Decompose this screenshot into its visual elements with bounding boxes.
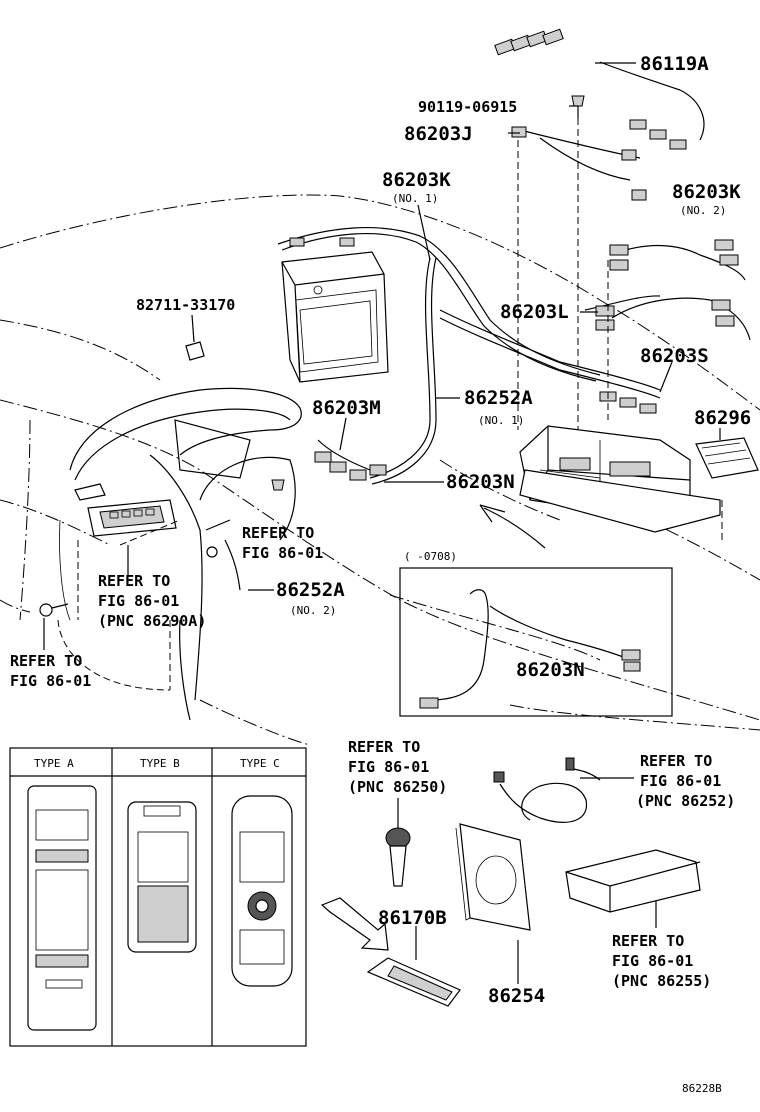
note-86203k-1: (NO. 1) xyxy=(392,192,438,205)
manual-book-86254 xyxy=(455,823,531,931)
inset-panel xyxy=(399,567,673,717)
refer-note-2-line2: FIG 86-01 xyxy=(98,592,179,610)
type-b-label: TYPE B xyxy=(140,757,180,770)
part-labels: 86119A 90119-06915 86203J 86203K (NO. 1)… xyxy=(136,53,751,1007)
label-86254: 86254 xyxy=(488,985,545,1007)
label-86203n: 86203N xyxy=(446,471,515,493)
mic-cable xyxy=(493,757,601,823)
label-86203k-1: 86203K xyxy=(382,169,451,191)
refer-note-3-line1: REFER TO xyxy=(10,652,82,670)
note-86252a-1: (NO. 1) xyxy=(478,414,524,427)
dashed-guides xyxy=(77,118,723,690)
refer-note-6-line2: FIG 86-01 xyxy=(612,952,693,970)
remote-86170b xyxy=(366,957,461,1007)
dashboard-console xyxy=(59,387,302,721)
refer-note-4-line2: FIG 86-01 xyxy=(348,758,429,776)
cables xyxy=(224,61,751,591)
label-sheet-86296 xyxy=(695,437,759,479)
refer-notes: REFER TO FIG 86-01 REFER TO FIG 86-01 (P… xyxy=(10,524,735,990)
remote-type-a xyxy=(27,785,97,1031)
label-86203j: 86203J xyxy=(404,123,473,145)
fasteners xyxy=(39,95,585,617)
remote-type-b xyxy=(127,801,197,953)
box-86255 xyxy=(565,849,701,913)
refer-note-1-line2: FIG 86-01 xyxy=(242,544,323,562)
label-86252a-1: 86252A xyxy=(464,387,533,409)
label-86203k-2: 86203K xyxy=(672,181,741,203)
refer-note-5-line3: (PNC 86252) xyxy=(636,792,735,810)
label-86170b: 86170B xyxy=(378,907,447,929)
refer-note-3-line2: FIG 86-01 xyxy=(10,672,91,690)
refer-note-4-line1: REFER TO xyxy=(348,738,420,756)
refer-note-5-line1: REFER TO xyxy=(640,752,712,770)
vehicle-body-outline xyxy=(0,194,760,746)
remote-types-panel xyxy=(9,747,307,1047)
rca-connectors xyxy=(289,28,739,481)
label-86203l: 86203L xyxy=(500,301,569,323)
leader-lines xyxy=(43,62,721,984)
refer-note-5-line2: FIG 86-01 xyxy=(640,772,721,790)
note-86252a-2: (NO. 2) xyxy=(290,604,336,617)
inset-date-note: ( -0708) xyxy=(404,550,457,563)
type-c-label: TYPE C xyxy=(240,757,280,770)
note-86203k-2: (NO. 2) xyxy=(680,204,726,217)
label-86203n-inset: 86203N xyxy=(516,659,585,681)
refer-note-1-line1: REFER TO xyxy=(242,524,314,542)
label-86203s: 86203S xyxy=(640,345,709,367)
refer-note-6-line1: REFER TO xyxy=(612,932,684,950)
refer-note-2-line3: (PNC 86290A) xyxy=(98,612,206,630)
refer-note-6-line3: (PNC 86255) xyxy=(612,972,711,990)
label-82711-33170: 82711-33170 xyxy=(136,296,235,314)
figure-id: 86228B xyxy=(682,1082,722,1095)
amplifier-unit xyxy=(519,425,721,533)
refer-note-4-line3: (PNC 86250) xyxy=(348,778,447,796)
label-86296: 86296 xyxy=(694,407,751,429)
remote-type-c xyxy=(231,795,293,987)
remote-type-labels: TYPE A TYPE B TYPE C xyxy=(34,757,280,770)
type-a-label: TYPE A xyxy=(34,757,74,770)
label-86203m: 86203M xyxy=(312,397,381,419)
head-unit xyxy=(74,483,177,537)
monitor-unit xyxy=(281,251,389,383)
label-86119a: 86119A xyxy=(640,53,709,75)
arrows xyxy=(320,504,546,951)
label-86252a-2: 86252A xyxy=(276,579,345,601)
refer-note-2-line1: REFER TO xyxy=(98,572,170,590)
label-90119-06915: 90119-06915 xyxy=(418,98,517,116)
microphone xyxy=(385,827,411,887)
